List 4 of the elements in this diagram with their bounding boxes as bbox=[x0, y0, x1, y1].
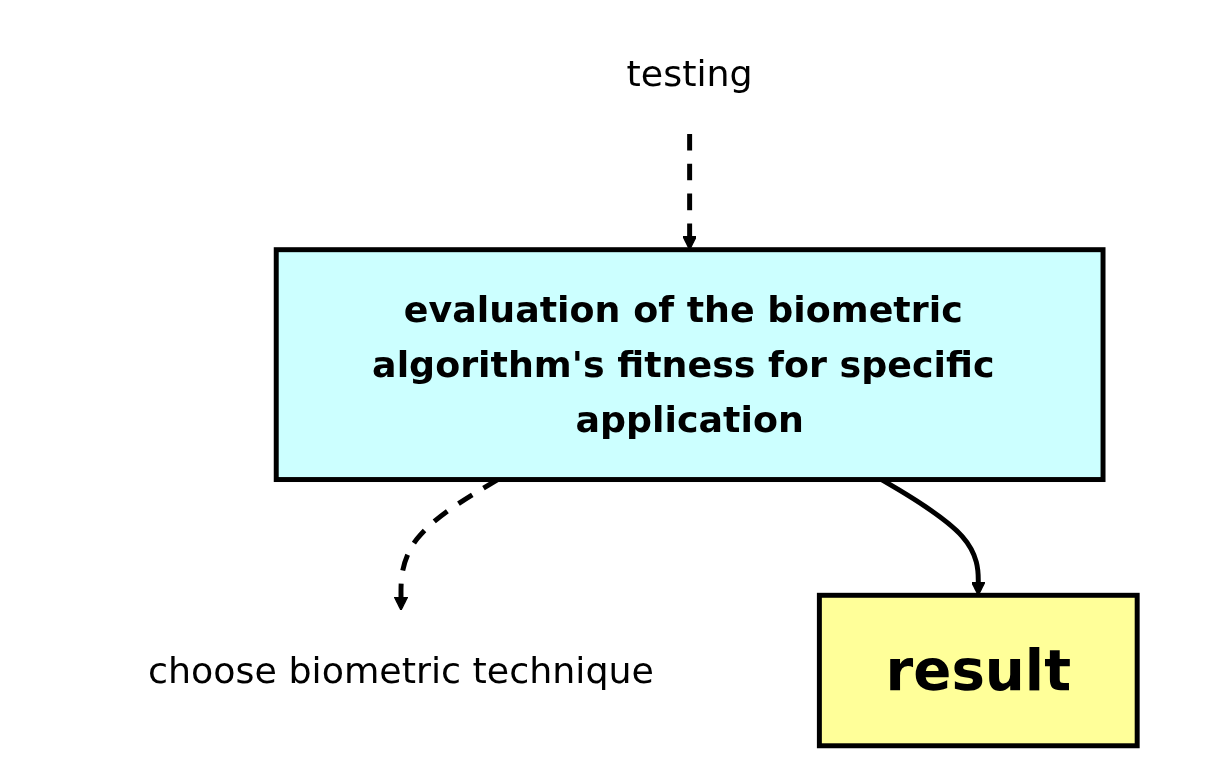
node-box: evaluation of the biometric algorithm's fitness for specific application bbox=[273, 247, 1106, 483]
node-text: testing bbox=[626, 52, 753, 95]
node-box: result bbox=[816, 592, 1140, 749]
node-text: choose biometric technique bbox=[147, 649, 655, 692]
